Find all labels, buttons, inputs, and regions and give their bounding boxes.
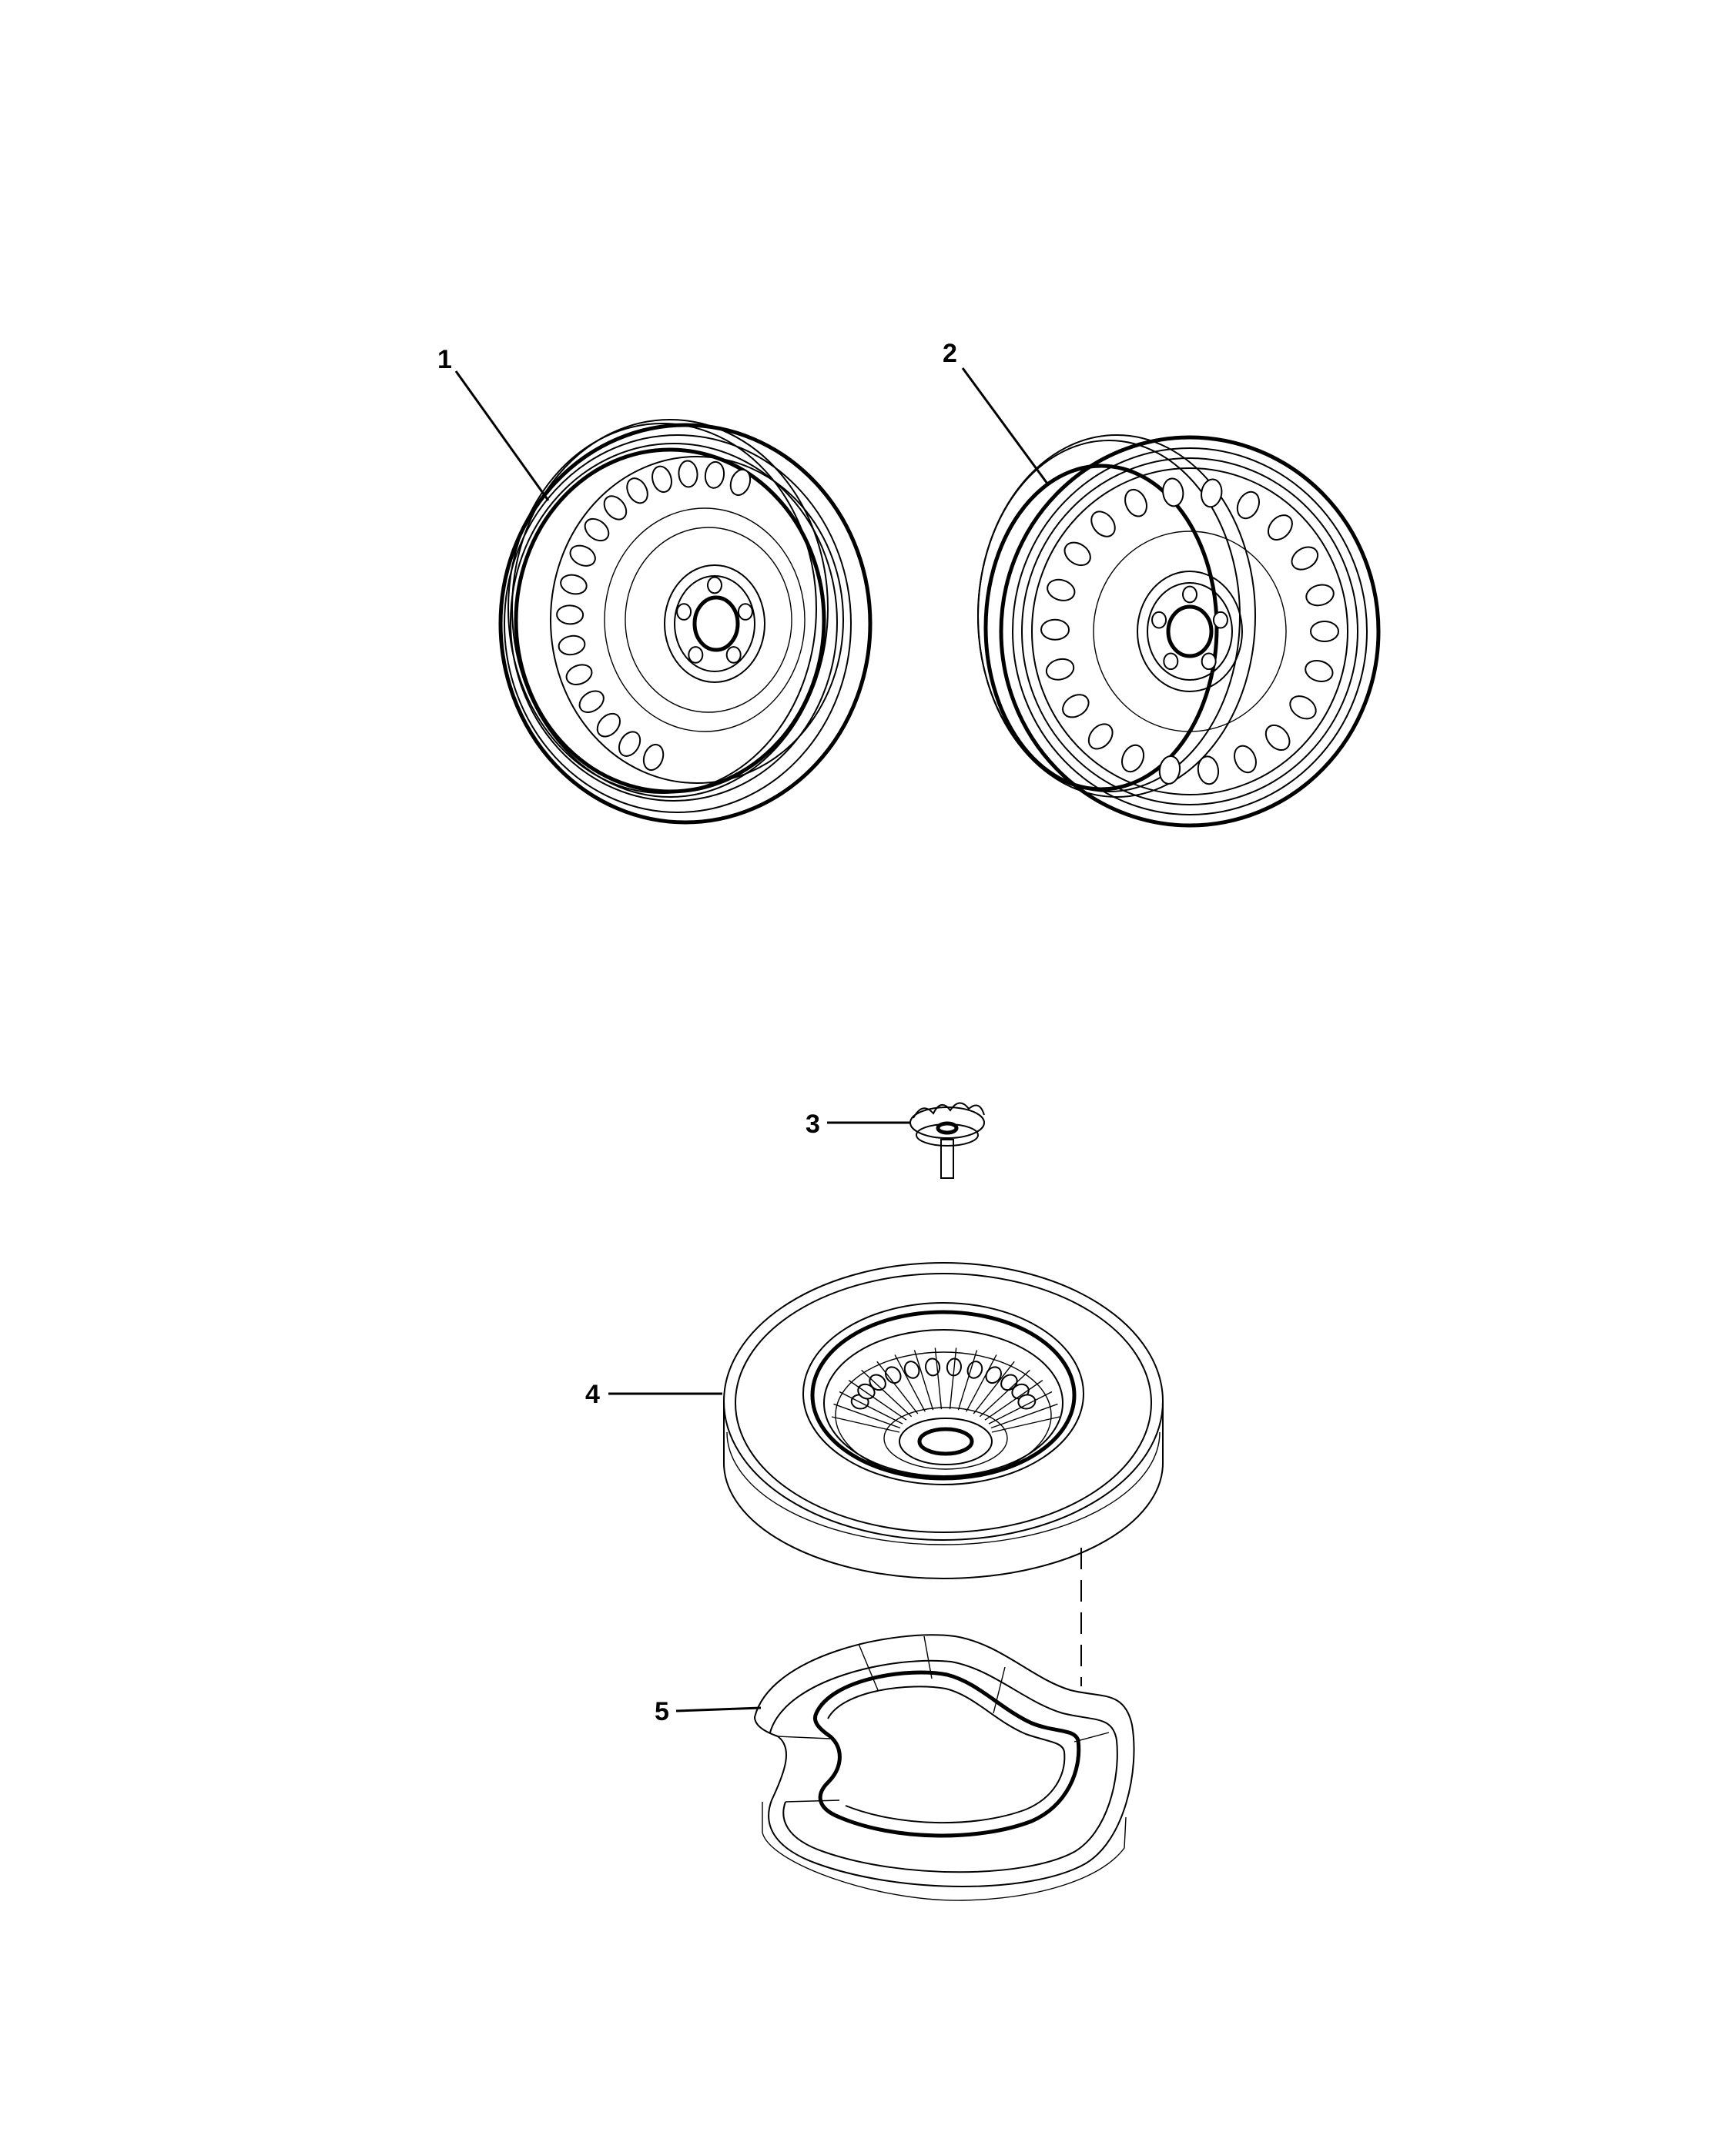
- callout-4-label: 4: [585, 1380, 600, 1409]
- callout-5-label: 5: [655, 1697, 669, 1726]
- callout-2-label: 2: [943, 339, 957, 368]
- part-2-vent-holes: [1040, 477, 1339, 785]
- part-4-wheel-vent-holes: [850, 1358, 1037, 1410]
- callout-1-leader: [454, 370, 550, 501]
- part-2-lug-holes: [1151, 585, 1228, 671]
- part-1-steel-wheel: 1: [437, 345, 873, 825]
- part-1-lug-holes: [676, 576, 753, 664]
- part-4-wheel-spokes: [831, 1348, 1060, 1433]
- part-2-steel-wheel: 2: [943, 339, 1381, 828]
- part-5-spare-tire-spacer: 5: [655, 1634, 1135, 1901]
- callout-5-leader: [675, 1706, 762, 1712]
- part-1-vent-holes: [556, 460, 752, 772]
- callout-1-label: 1: [437, 345, 452, 374]
- callout-3-label: 3: [806, 1110, 820, 1139]
- part-4-compact-spare-tire: 4: [585, 1262, 1164, 1686]
- callout-2-leader: [961, 367, 1049, 484]
- part-3-hold-down-bolt: 3: [806, 1102, 985, 1179]
